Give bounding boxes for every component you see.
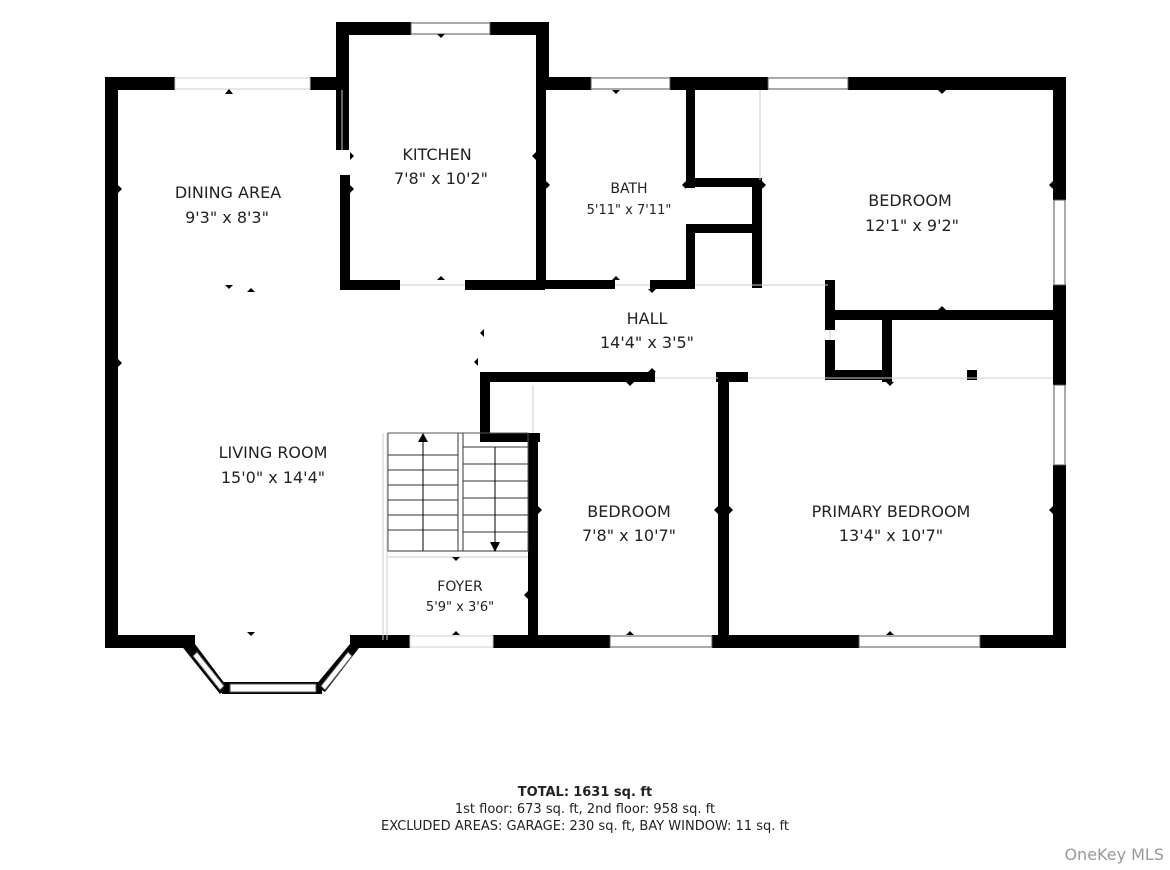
stairs: [387, 432, 529, 558]
kitchen-dims: 7'8" x 10'2": [394, 169, 488, 188]
total-line: TOTAL: 1631 sq. ft: [0, 784, 1170, 801]
hall-name: HALL: [627, 309, 668, 328]
bedroom-ne-dims: 12'1" x 9'2": [865, 216, 959, 235]
thin-lines: [341, 90, 1053, 640]
excluded-line: EXCLUDED AREAS: GARAGE: 230 sq. ft, BAY …: [381, 819, 789, 834]
kitchen-name: KITCHEN: [402, 145, 471, 164]
living-dims: 15'0" x 14'4": [221, 468, 325, 487]
hall-dims: 14'4" x 3'5": [600, 333, 694, 352]
living-name: LIVING ROOM: [219, 443, 328, 462]
room-labels: KITCHEN 7'8" x 10'2" DINING AREA 9'3" x …: [175, 145, 971, 615]
foyer-name: FOYER: [437, 579, 483, 595]
bath-name: BATH: [610, 181, 647, 197]
windows: [174, 22, 1066, 693]
total-value: 1631 sq. ft: [573, 785, 653, 800]
primary-dims: 13'4" x 10'7": [839, 526, 943, 545]
total-label: TOTAL:: [517, 785, 570, 800]
primary-name: PRIMARY BEDROOM: [812, 502, 971, 521]
floors-line: 1st floor: 673 sq. ft, 2nd floor: 958 sq…: [454, 802, 716, 817]
dining-name: DINING AREA: [175, 183, 281, 202]
foyer-dims: 5'9" x 3'6": [426, 600, 494, 615]
walls: [105, 22, 1066, 694]
bedroom-s-name: BEDROOM: [587, 502, 671, 521]
dining-dims: 9'3" x 8'3": [185, 208, 269, 227]
watermark: OneKey MLS: [1064, 845, 1164, 864]
stair-arrows: [418, 433, 500, 552]
bath-dims: 5'11" x 7'11": [587, 203, 672, 218]
bedroom-s-dims: 7'8" x 10'7": [582, 526, 676, 545]
bedroom-ne-name: BEDROOM: [868, 191, 952, 210]
area-summary: TOTAL: 1631 sq. ft 1st floor: 673 sq. ft…: [0, 784, 1170, 835]
dimension-ticks: [118, 34, 1053, 636]
